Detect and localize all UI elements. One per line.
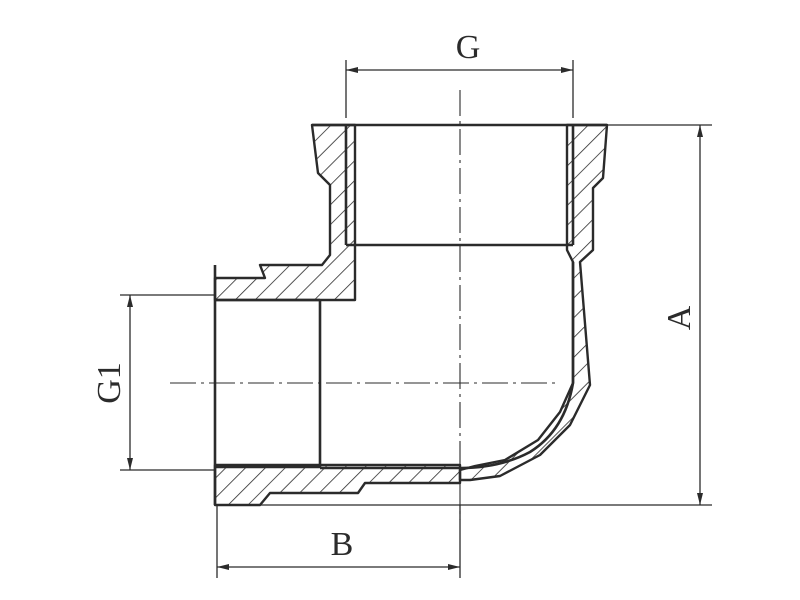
dim-a-label: A [661,305,698,330]
wall-sections [213,123,609,507]
center-lines [170,90,560,520]
wall-top-right [458,123,609,482]
dim-b-label: B [331,526,354,563]
wall-top-left [213,123,357,302]
dim-g1-label: G1 [91,362,128,404]
dimensions: G A G1 B [91,29,712,578]
fitting-outline [213,123,607,505]
dim-g-label: G [456,29,481,66]
wall-bottom [213,463,462,507]
inner-curve [320,262,575,470]
